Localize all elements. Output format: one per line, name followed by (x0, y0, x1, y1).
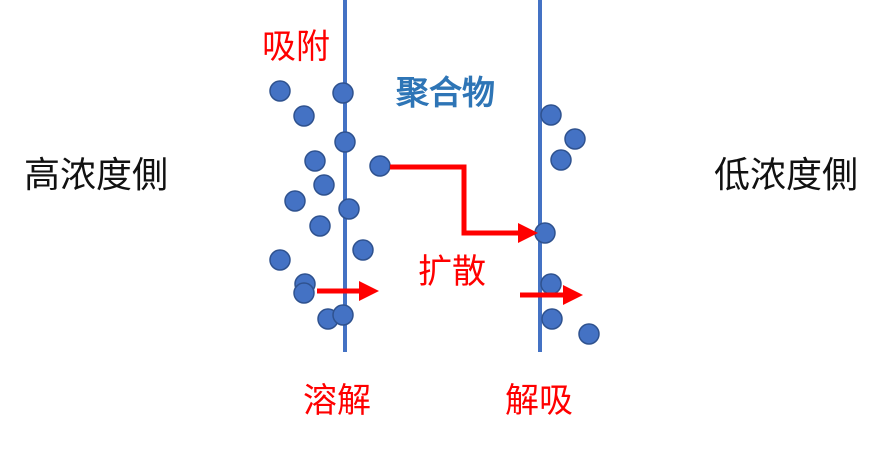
desorption-label: 解吸 (505, 381, 573, 421)
adsorption-label: 吸附 (262, 27, 330, 67)
particle (338, 198, 360, 220)
particles-left-wall (332, 82, 391, 326)
particle (334, 131, 356, 153)
particle (269, 80, 291, 102)
particles-high-side (269, 80, 339, 330)
diffusion-label: 扩散 (418, 252, 486, 292)
particle (293, 105, 315, 127)
particle (534, 222, 556, 244)
particle (550, 149, 572, 171)
particle (332, 304, 354, 326)
diffusion-arrow (390, 164, 538, 243)
particle (540, 104, 562, 126)
particle (369, 155, 391, 177)
dissolution-label: 溶解 (303, 381, 371, 421)
particle (304, 150, 326, 172)
particle (578, 323, 600, 345)
particle (269, 249, 291, 271)
particle (541, 308, 563, 330)
polymer-label: 聚合物 (396, 73, 495, 112)
particle (540, 273, 562, 295)
particle (352, 239, 374, 261)
particles-low-side (534, 104, 600, 345)
particle (293, 282, 315, 304)
high-concentration-side-label: 高浓度側 (24, 155, 169, 196)
particle (332, 82, 354, 104)
particle (313, 174, 335, 196)
particle (309, 215, 331, 237)
particle (564, 128, 586, 150)
low-concentration-side-label: 低浓度側 (714, 155, 859, 196)
particle (284, 190, 306, 212)
